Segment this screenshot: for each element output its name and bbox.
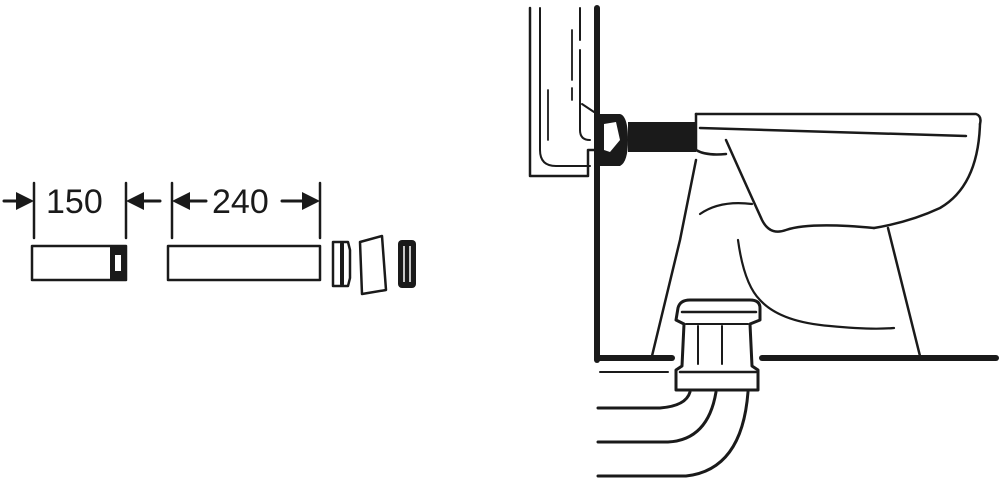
cistern-detail bbox=[579, 49, 591, 141]
cistern-inner-line bbox=[539, 7, 591, 167]
drain-bend bbox=[596, 390, 750, 478]
extension-pipe-240 bbox=[166, 244, 322, 282]
arrowhead-right bbox=[16, 192, 34, 210]
flush-connection bbox=[598, 114, 696, 166]
trap-curve bbox=[698, 202, 754, 216]
rosette-outline bbox=[358, 234, 388, 296]
bowl-rim-inner bbox=[698, 126, 968, 138]
lip-seal bbox=[398, 240, 416, 288]
socket-highlight bbox=[115, 255, 121, 271]
dimension-150: 150 bbox=[2, 181, 162, 240]
bowl-back bbox=[694, 112, 728, 156]
rosette bbox=[358, 234, 388, 296]
dimension-label-240: 240 bbox=[212, 183, 269, 221]
floor bbox=[594, 355, 999, 373]
dimension-label-150: 150 bbox=[46, 183, 103, 221]
pipe-body bbox=[166, 244, 322, 282]
connector-ring bbox=[331, 240, 352, 288]
rosette-highlight bbox=[604, 122, 620, 152]
toilet-bowl bbox=[650, 112, 982, 358]
extension-pipe-150 bbox=[30, 244, 128, 282]
outlet-connector bbox=[674, 298, 762, 392]
drain-bottom-line bbox=[596, 390, 750, 478]
cistern-detail bbox=[581, 103, 595, 113]
drain-middle-line bbox=[596, 390, 718, 444]
dimension-240: 240 bbox=[170, 181, 322, 240]
trap-lower-curve bbox=[736, 238, 896, 330]
bowl-front bbox=[872, 122, 982, 230]
connector-body bbox=[674, 298, 762, 392]
cistern bbox=[528, 6, 598, 178]
cistern-outline bbox=[528, 6, 598, 178]
flush-pipe-installed bbox=[628, 122, 696, 152]
bowl-rim-top bbox=[694, 112, 982, 126]
arrowhead-right bbox=[302, 192, 320, 210]
seal-body bbox=[398, 240, 416, 288]
pedestal-front bbox=[886, 226, 922, 358]
arrowhead-left bbox=[172, 192, 190, 210]
drain-top-line bbox=[596, 390, 692, 410]
arrowhead-left bbox=[126, 192, 144, 210]
bowl-inner-curve bbox=[724, 138, 876, 233]
pedestal-back bbox=[650, 158, 698, 358]
ring-outline bbox=[331, 240, 352, 288]
